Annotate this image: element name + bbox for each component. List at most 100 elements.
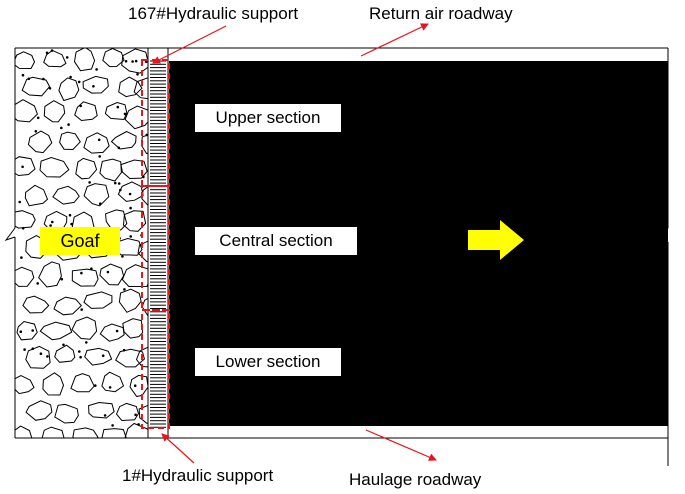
goaf-rock <box>99 263 125 286</box>
goaf-grain <box>21 227 25 230</box>
goaf-rock <box>118 288 142 313</box>
goaf-grain <box>106 270 110 274</box>
goaf-grain <box>103 414 107 417</box>
goaf-grain <box>78 350 81 353</box>
goaf-grain <box>50 49 54 52</box>
goaf-grain <box>144 60 148 64</box>
goaf-grain <box>121 255 124 258</box>
goaf-grain <box>31 329 35 332</box>
goaf-rock <box>135 347 148 368</box>
goaf-grain <box>128 192 132 196</box>
goaf-grain <box>117 182 121 185</box>
goaf-grain <box>31 347 35 351</box>
goaf-rock <box>75 157 98 180</box>
goaf-rock <box>54 344 76 363</box>
goaf-grain <box>18 200 22 204</box>
goaf-grain <box>97 138 101 142</box>
goaf-grain <box>39 352 43 356</box>
goaf-rock <box>133 77 148 100</box>
goaf-grain <box>21 165 24 169</box>
goaf-rock <box>54 403 79 424</box>
goaf-rock <box>84 347 113 366</box>
goaf-grain <box>137 423 140 426</box>
goaf-rock <box>115 348 145 368</box>
goaf-grain <box>134 413 137 417</box>
goaf-grain <box>133 384 137 388</box>
goaf-grain <box>23 348 26 351</box>
goaf-grain <box>90 267 93 271</box>
goaf-rock <box>38 261 62 288</box>
goaf-rock <box>72 427 99 438</box>
goaf-rock <box>15 425 33 438</box>
goaf-rock <box>39 321 73 341</box>
goaf-rock <box>39 156 70 178</box>
goaf-grain <box>79 355 82 359</box>
goaf-rock <box>82 75 109 94</box>
goaf-grain <box>79 104 82 108</box>
goaf-rock <box>121 264 148 288</box>
goaf-grain <box>98 202 102 205</box>
goaf-rock <box>88 401 115 419</box>
goaf-rock <box>83 183 110 207</box>
goaf-rock <box>25 345 51 369</box>
goaf-grain <box>119 188 122 192</box>
goaf-grain <box>136 73 139 76</box>
goaf-grain <box>20 256 23 259</box>
goaf-grain <box>34 130 38 133</box>
goaf-rock <box>117 181 144 202</box>
return-air-label: Return air roadway <box>369 4 513 23</box>
goaf-grain <box>131 60 134 63</box>
goaf-rock <box>70 373 95 393</box>
goaf-grain <box>70 222 73 226</box>
goaf-rock <box>15 210 36 229</box>
support-bottom-label: 1#Hydraulic support <box>122 466 274 485</box>
goaf-grain <box>134 59 138 63</box>
goaf-rock <box>71 316 98 340</box>
goaf-rock <box>104 101 128 121</box>
goaf-rock <box>53 296 82 316</box>
goaf-grain <box>101 354 105 358</box>
goaf-grain <box>145 133 148 137</box>
goaf-rock <box>71 268 99 287</box>
goaf-rock <box>42 372 65 396</box>
goaf-grain <box>36 116 40 120</box>
goaf-grain <box>19 330 23 334</box>
goaf-rock <box>138 404 148 424</box>
goaf-grain <box>129 235 132 238</box>
goaf-grain <box>111 424 114 427</box>
goaf-grain <box>45 51 49 55</box>
goaf-grain <box>123 112 127 116</box>
goaf-rock <box>141 297 148 317</box>
return-air-arrow <box>360 23 429 57</box>
goaf-rock <box>27 130 53 154</box>
goaf-rock <box>59 131 81 151</box>
goaf-grain <box>60 277 64 281</box>
goaf-rock <box>83 291 113 309</box>
support-bottom-arrow <box>161 433 195 464</box>
lower-section-label: Lower section <box>195 348 341 376</box>
goaf-grain <box>117 146 121 150</box>
goaf-rock <box>124 422 148 438</box>
annotation-arrows <box>152 23 437 464</box>
goaf-grain <box>80 271 83 275</box>
goaf-rock <box>118 76 143 98</box>
goaf-rock <box>99 158 122 182</box>
goaf-grain <box>124 60 128 63</box>
goaf-rock <box>121 48 148 74</box>
goaf-rock <box>41 426 65 438</box>
goaf-grain <box>92 85 95 88</box>
goaf-rock <box>115 402 140 422</box>
goaf-grain <box>48 87 52 90</box>
upper-section-label: Upper section <box>195 104 341 132</box>
goaf-grain <box>27 77 31 81</box>
goaf-grain <box>77 80 81 84</box>
goaf-grain <box>122 348 126 352</box>
support-top-arrow <box>152 25 227 64</box>
goaf-rock <box>83 132 110 154</box>
goaf-grain <box>115 329 119 333</box>
goaf-rock <box>52 185 80 205</box>
goaf-rock <box>22 295 50 314</box>
goaf-grain <box>94 384 97 387</box>
haulage-label: Haulage roadway <box>349 470 482 489</box>
goaf-grain <box>21 73 25 77</box>
